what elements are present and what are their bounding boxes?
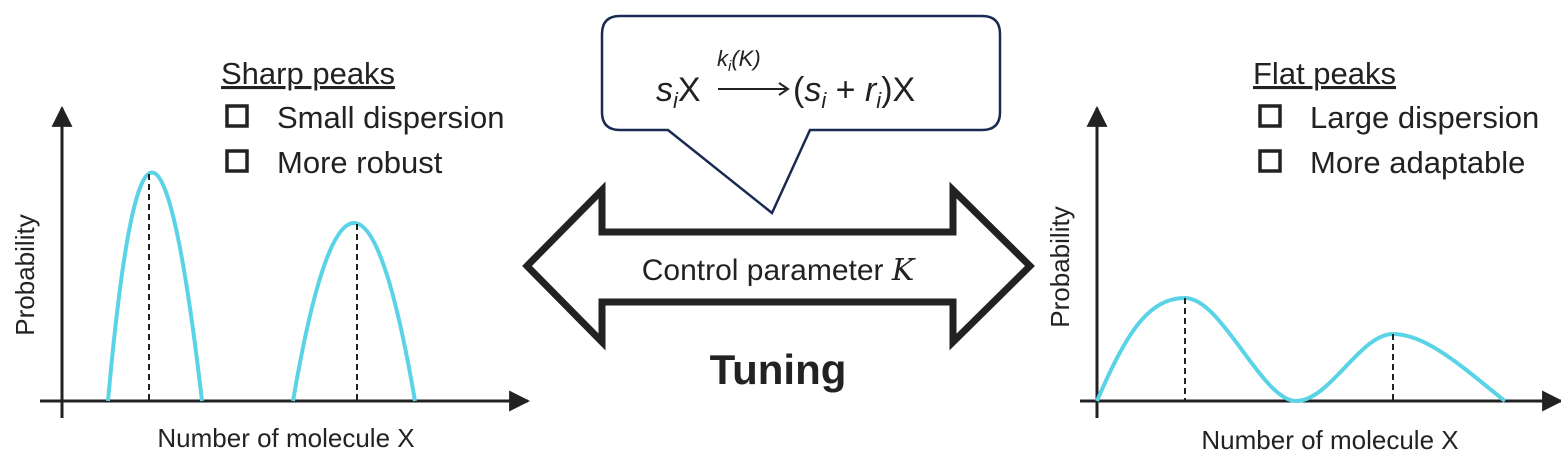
left-y-axis-label: Probability [10,214,40,335]
tuning-label: Tuning [710,346,847,393]
right-checkbox-1-icon [1258,104,1282,128]
reaction-lhs: siX [656,71,701,113]
center-panel: siX ki(K) (si + ri)X Control parameter K… [522,14,1035,393]
left-legend-item-1: Small dispersion [277,100,504,135]
right-plot-axes [1080,105,1561,418]
reaction-rate: ki(K) [717,46,761,75]
left-panel: Probability Number of molecule X Sharp p… [10,56,531,453]
control-parameter-label: Control parameter K [642,253,916,288]
right-legend: Flat peaks Large dispersion More adaptab… [1253,56,1539,180]
right-checkbox-2-icon [1258,149,1282,173]
reaction-equation: siX ki(K) (si + ri)X [656,46,915,113]
double-arrow-icon [522,181,1035,351]
right-panel: Probability Number of molecule X Flat pe… [1045,56,1561,455]
left-checkbox-2-icon [225,149,249,173]
right-legend-item-1: Large dispersion [1310,100,1539,135]
left-legend: Sharp peaks Small dispersion More robust [221,56,504,180]
right-y-axis-label: Probability [1045,206,1075,327]
reaction-speech-bubble [600,14,1002,215]
left-sharp-peak-1 [106,170,204,402]
left-plot-axes [40,105,531,418]
right-flat-peaks-curve [1095,295,1507,404]
left-sharp-peak-2 [291,221,417,402]
left-legend-heading: Sharp peaks [221,56,395,91]
right-x-axis-label: Number of molecule X [1201,425,1458,455]
reaction-arrow-icon [778,82,790,96]
reaction-rhs: (si + ri)X [793,71,915,113]
right-legend-item-2: More adaptable [1310,145,1525,180]
left-legend-item-2: More robust [277,145,443,180]
right-legend-heading: Flat peaks [1253,56,1396,91]
left-x-axis-label: Number of molecule X [157,423,414,453]
left-checkbox-1-icon [225,104,249,128]
